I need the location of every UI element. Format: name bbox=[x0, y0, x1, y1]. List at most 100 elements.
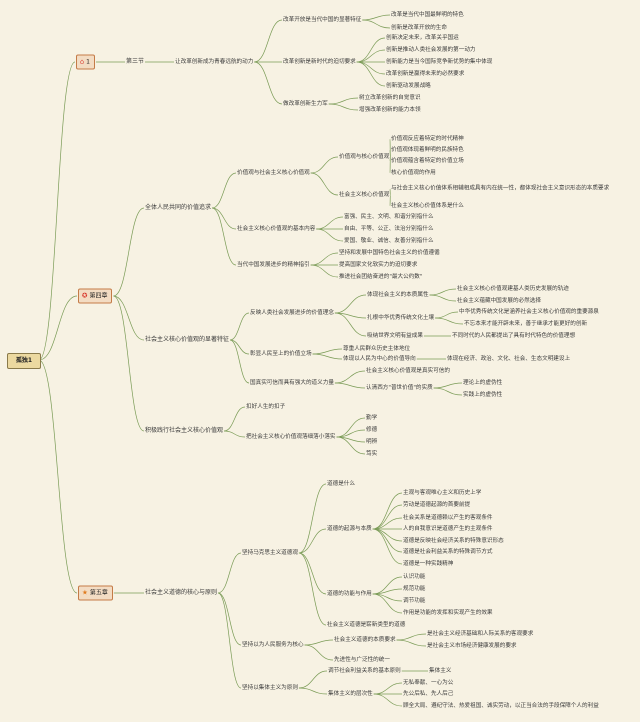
leaf-node[interactable]: 创新决定未来，改革关乎国运 bbox=[386, 35, 459, 41]
chapter-label: 第五章 bbox=[89, 589, 108, 597]
leaf-node[interactable]: 无私奉献、一心为公 bbox=[403, 680, 454, 686]
leaf-node[interactable]: 道德是什么 bbox=[327, 481, 355, 487]
leaf-node[interactable]: 作用是功能的发挥和实现产生的效果 bbox=[403, 610, 493, 616]
leaf-node[interactable]: 社会关系是道德赖以产生的客观条件 bbox=[403, 515, 493, 521]
leaf-node[interactable]: 不同时代的人民都提出了具有时代特色的价值理想 bbox=[452, 333, 576, 339]
leaf-node[interactable]: 社会主义蕴藏中国发展的必然选择 bbox=[457, 298, 541, 304]
branch-node[interactable]: 扎根中华优秀传统文化土壤 bbox=[367, 315, 435, 321]
leaf-node[interactable]: 先进性与广泛性的统一 bbox=[334, 657, 390, 663]
leaf-node[interactable]: 扣好人生的扣子 bbox=[246, 404, 286, 410]
leaf-node[interactable]: 推进社会团结奋进的"最大公约数" bbox=[339, 274, 423, 280]
connector-line bbox=[362, 14, 391, 21]
branch-node[interactable]: 积极践行社会主义核心价值观 bbox=[145, 427, 224, 434]
chapter-label: 第四章 bbox=[89, 292, 108, 300]
branch-node[interactable]: 做改革创新生力军 bbox=[283, 101, 328, 107]
branch-node[interactable]: 调节社会利益关系的基本原则 bbox=[328, 668, 401, 674]
branch-node[interactable]: 坚持以集体主义为原则 bbox=[242, 685, 298, 691]
leaf-node[interactable]: 勤学 bbox=[366, 415, 378, 421]
leaf-node[interactable]: 社会主义核心价值体系是什么 bbox=[391, 203, 464, 209]
connector-line bbox=[396, 639, 427, 647]
leaf-node[interactable]: 核心价值观的作用 bbox=[391, 170, 436, 176]
leaf-node[interactable]: 爱国、敬业、诚信、友善分别指什么 bbox=[344, 238, 434, 244]
branch-node[interactable]: 当代中国发展进步的精神指引 bbox=[237, 262, 310, 268]
leaf-node[interactable]: 树立改革创新的自觉意识 bbox=[359, 95, 421, 101]
branch-node[interactable]: 国真实可信而具有强大的道义力量 bbox=[250, 380, 334, 386]
branch-node[interactable]: 价值观与社会主义核心价值观 bbox=[237, 170, 310, 176]
branch-node[interactable]: 第三节 bbox=[126, 58, 145, 65]
leaf-node[interactable]: 尊重人民群众历史主体地位 bbox=[343, 346, 411, 352]
leaf-node[interactable]: 不忘本来才能开辟未来，善于继承才能更好的创新 bbox=[464, 321, 588, 327]
leaf-node[interactable]: 认识功能 bbox=[403, 574, 426, 580]
leaf-node[interactable]: 价值观体现着鲜明的民族特色 bbox=[391, 147, 464, 153]
connector-line bbox=[435, 311, 459, 319]
branch-node[interactable]: 让改革创新成为青春远航的动力 bbox=[175, 59, 254, 65]
leaf-node[interactable]: 社会主义核心价值观建基人类历史发展的轨迹 bbox=[457, 286, 569, 292]
leaf-node[interactable]: 是社会主义经济基础和人际关系的客观要求 bbox=[427, 631, 534, 637]
leaf-node[interactable]: 坚持和发展中国特色社会主义的价值遵循 bbox=[339, 250, 440, 256]
branch-node[interactable]: 集体主义的层次性 bbox=[328, 691, 373, 697]
leaf-node[interactable]: 创新是改革开放的生命 bbox=[391, 25, 447, 31]
connector-line bbox=[310, 264, 339, 278]
branch-node[interactable]: 坚持以为人民服务为核心 bbox=[242, 642, 304, 648]
leaf-node[interactable]: 自由、平等、公正、法治分别指什么 bbox=[344, 226, 434, 232]
branch-node[interactable]: 吸纳世界文明有益成果 bbox=[367, 333, 423, 339]
branch-node[interactable]: 社会主义道德的核心与原则 bbox=[145, 589, 218, 596]
branch-node[interactable]: 改革创新是新时代的迫切要求 bbox=[283, 59, 356, 65]
leaf-node[interactable]: 与社会主义核心价值体系相辅相成具有内在统一性，都体现社会主义意识形态的本质要求 bbox=[391, 185, 610, 192]
connector-line bbox=[304, 644, 334, 661]
leaf-node[interactable]: 改革创新是赢得未来的必然要求 bbox=[386, 71, 465, 77]
branch-node[interactable]: 认清西方"普世价值"的实质 bbox=[366, 385, 433, 391]
branch-node[interactable]: 道德的功能与作用 bbox=[327, 591, 372, 597]
branch-node[interactable]: 坚持马克思主义道德观 bbox=[242, 550, 298, 556]
leaf-node[interactable]: 中华优秀传统文化是涵养社会主义核心价值观的重要源泉 bbox=[459, 309, 599, 315]
branch-node[interactable]: 社会主义道德的本质要求 bbox=[334, 637, 396, 643]
branch-node[interactable]: 道德的起源与本质 bbox=[327, 526, 372, 532]
leaf-node[interactable]: 人的自我意识是道德产生的主观条件 bbox=[403, 526, 493, 532]
leaf-node[interactable]: 修德 bbox=[366, 427, 378, 433]
connector-line bbox=[336, 417, 366, 438]
branch-node[interactable]: 体现社会主义的本质属性 bbox=[367, 292, 429, 298]
leaf-node[interactable]: 调节功能 bbox=[403, 598, 426, 604]
chapter-node[interactable]: ★第五章 bbox=[78, 585, 113, 601]
branch-node[interactable]: 全体人民共同的价值追求 bbox=[145, 204, 212, 211]
branch-node[interactable]: 社会主义核心价值观的基本内容 bbox=[237, 226, 316, 232]
branch-node[interactable]: 把社会主义核心价值观落细落小落实 bbox=[246, 434, 336, 440]
branch-node[interactable]: 改革开放是当代中国的显著特征 bbox=[283, 17, 362, 23]
leaf-node[interactable]: 增强改革创新的能力本领 bbox=[359, 107, 421, 113]
root-node[interactable]: 孤独1 bbox=[7, 353, 41, 369]
connector-line bbox=[328, 103, 359, 111]
branch-node[interactable]: 社会主义核心价值观 bbox=[339, 192, 390, 198]
leaf-node[interactable]: 明辨 bbox=[366, 439, 378, 445]
leaf-node[interactable]: 社会主义道德是崭新类型的道德 bbox=[327, 622, 406, 628]
leaf-node[interactable]: 先公后私、先人后己 bbox=[403, 691, 454, 697]
leaf-node[interactable]: 创新能力是当今国际竞争新优势的集中体现 bbox=[386, 59, 493, 65]
branch-node[interactable]: 社会主义核心价值观的显著特征 bbox=[145, 336, 230, 343]
leaf-node[interactable]: 顾全大局、遵纪守法、热爱祖国、诚实劳动，以正当合法的手段保障个人的利益 bbox=[403, 703, 599, 709]
leaf-node[interactable]: 价值观蕴含着特定的价值立场 bbox=[391, 158, 464, 164]
branch-node[interactable]: 价值观与核心价值观 bbox=[339, 154, 390, 160]
leaf-node[interactable]: 社会主义核心价值观是真实可信的 bbox=[366, 368, 450, 374]
leaf-node[interactable]: 理论上的虚伪性 bbox=[463, 380, 503, 386]
leaf-node[interactable]: 创新是推动人类社会发展的第一动力 bbox=[386, 47, 476, 53]
leaf-node[interactable]: 道德是社会利益关系的特殊调节方式 bbox=[403, 549, 493, 555]
leaf-node[interactable]: 规范功能 bbox=[403, 586, 426, 592]
branch-node[interactable]: 体现以人民为中心的价值导向 bbox=[343, 356, 416, 362]
leaf-node[interactable]: 价值观反应着特定的时代精神 bbox=[391, 136, 464, 142]
leaf-node[interactable]: 道德是反映社会经济关系的特殊意识形态 bbox=[403, 538, 504, 544]
branch-node[interactable]: 彰显人民至上的价值立场 bbox=[250, 351, 312, 357]
leaf-node[interactable]: 笃实 bbox=[366, 451, 378, 457]
leaf-node[interactable]: 改革是当代中国最鲜明的特色 bbox=[391, 12, 464, 18]
leaf-node[interactable]: 道德是一种实践精神 bbox=[403, 561, 454, 567]
leaf-node[interactable]: 实践上的虚伪性 bbox=[463, 392, 503, 398]
leaf-node[interactable]: 劳动是道德起源的首要前提 bbox=[403, 502, 471, 508]
leaf-node[interactable]: 创新驱动发展战略 bbox=[386, 83, 431, 89]
leaf-node[interactable]: 富强、民主、文明、和谐分别指什么 bbox=[344, 214, 434, 220]
leaf-node[interactable]: 体现在经济、政治、文化、社会、生态文明建设上 bbox=[447, 356, 571, 362]
branch-node[interactable]: 反映人类社会发展进步的价值理念 bbox=[250, 310, 334, 316]
leaf-node[interactable]: 是社会主义市场经济健康发展的要求 bbox=[427, 643, 517, 649]
leaf-node[interactable]: 主观与客观唯心主义和历史上学 bbox=[403, 490, 482, 496]
chapter-node[interactable]: ✪第四章 bbox=[78, 288, 113, 304]
leaf-node[interactable]: 提高国家文化软实力的迫切要求 bbox=[339, 262, 418, 268]
leaf-node[interactable]: 集体主义 bbox=[429, 668, 452, 674]
chapter-node[interactable]: ⌂1 bbox=[76, 54, 95, 70]
